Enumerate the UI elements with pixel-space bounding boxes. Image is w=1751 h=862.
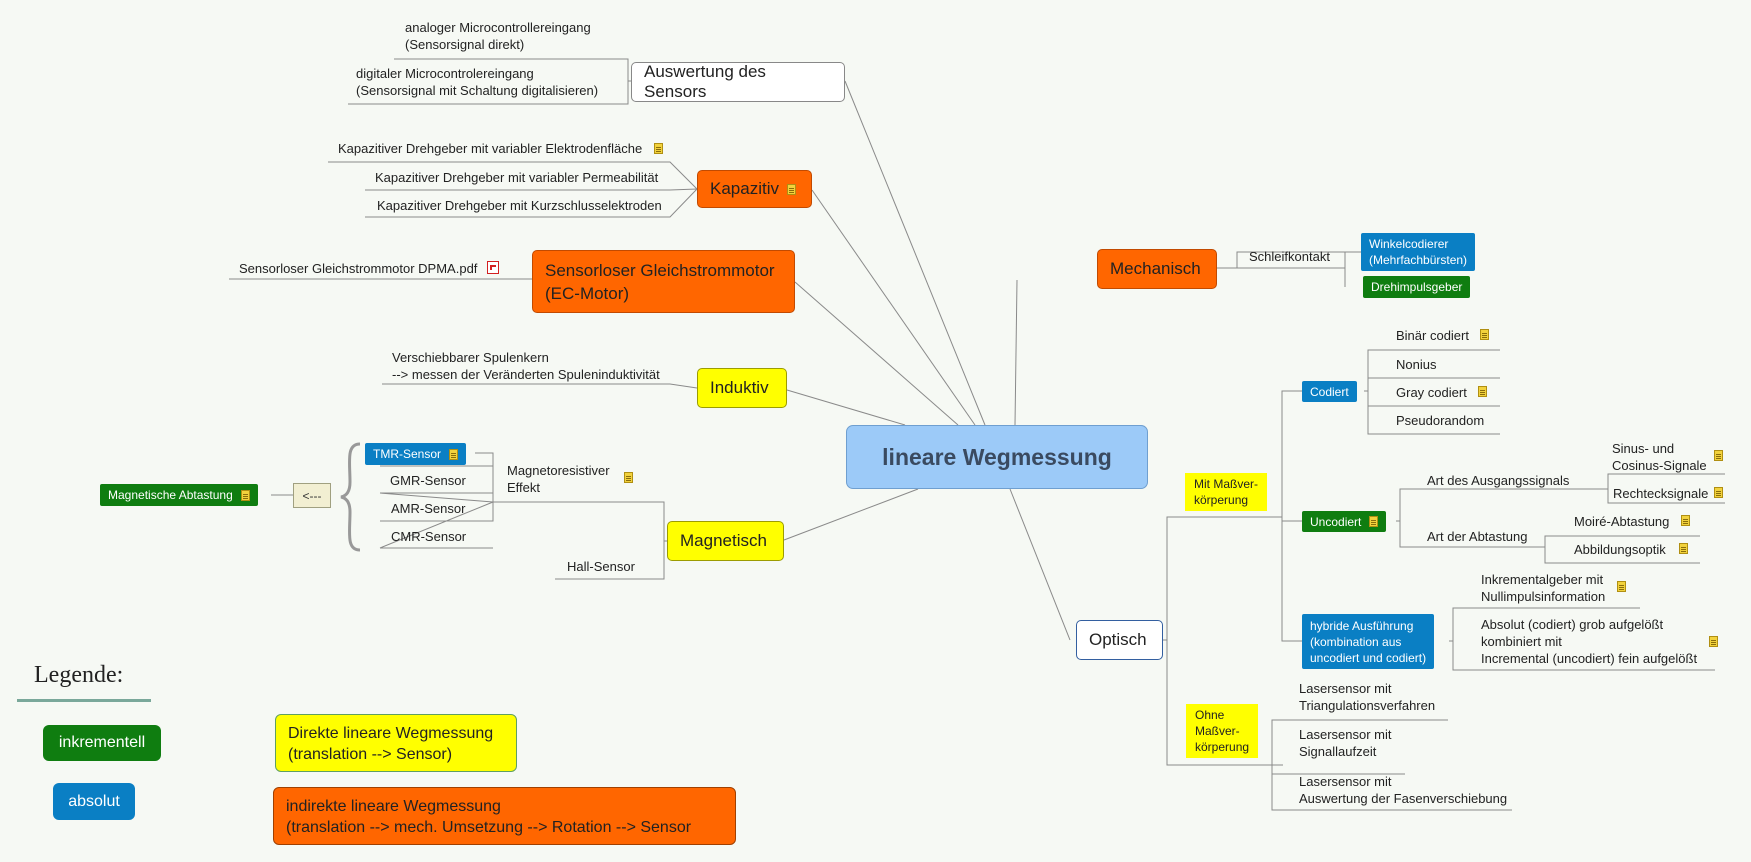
legend-indirekt: indirekte lineare Wegmessung(translation…	[273, 787, 736, 845]
kapazitiv-item-3: Kapazitiver Drehgeber mit Kurzschlussele…	[377, 198, 662, 213]
induktiv-item: Verschiebbarer Spulenkern--> messen der …	[392, 350, 660, 382]
pdf-icon[interactable]	[487, 261, 499, 274]
tmr-sensor-tag[interactable]: TMR-Sensor	[365, 443, 467, 465]
hall-sensor-item: Hall-Sensor	[567, 559, 635, 574]
uncodiert-tag[interactable]: Uncodiert	[1302, 511, 1387, 532]
induktiv-node[interactable]: Induktiv	[697, 368, 787, 408]
central-topic[interactable]: lineare Wegmessung	[846, 425, 1148, 489]
note-icon[interactable]	[1714, 487, 1723, 498]
legend-absolut: absolut	[53, 783, 135, 820]
ausgangssignal-item: Art des Ausgangssignals	[1427, 473, 1570, 488]
legend-direkt: Direkte lineare Wegmessung(translation -…	[275, 714, 517, 772]
gmr-sensor-item: GMR-Sensor	[390, 473, 466, 488]
amr-sensor-item: AMR-Sensor	[391, 501, 466, 516]
cmr-sensor-item: CMR-Sensor	[391, 529, 467, 544]
note-icon[interactable]	[1714, 450, 1723, 461]
legend-title: Legende:	[34, 662, 124, 688]
digital-item: digitaler Microcontrolereingang(Sensorsi…	[356, 66, 599, 98]
ec-motor-node[interactable]: Sensorloser Gleichstrommotor(EC-Motor)	[532, 250, 795, 313]
moire-item: Moiré-Abtastung	[1574, 514, 1670, 529]
kapazitiv-node[interactable]: Kapazitiv	[697, 170, 812, 208]
abtastung-item: Art der Abtastung	[1427, 529, 1528, 544]
analog-item: analoger Microcontrollereingang(Sensorsi…	[405, 20, 591, 52]
note-icon[interactable]	[1709, 636, 1718, 647]
gray-codiert-item: Gray codiert	[1396, 385, 1467, 400]
note-icon[interactable]	[624, 472, 633, 483]
abbildungsoptik-item: Abbildungsoptik	[1574, 542, 1666, 557]
note-icon[interactable]	[1369, 516, 1379, 527]
note-icon[interactable]	[1617, 581, 1626, 592]
rechtecksignale-item: Rechtecksignale	[1613, 486, 1709, 501]
legend-inkrementell: inkrementell	[43, 725, 161, 761]
pseudorandom-item: Pseudorandom	[1396, 413, 1485, 428]
note-icon[interactable]	[240, 489, 250, 501]
winkelcodierer-tag[interactable]: Winkelcodierer(Mehrfachbürsten)	[1361, 233, 1476, 271]
note-icon[interactable]	[786, 183, 796, 195]
note-icon[interactable]	[1681, 515, 1690, 526]
brace-icon	[340, 442, 361, 552]
note-icon[interactable]	[654, 143, 663, 154]
nonius-item: Nonius	[1396, 357, 1437, 372]
magnetische-abtastung-tag[interactable]: Magnetische Abtastung	[100, 484, 258, 506]
note-icon[interactable]	[1679, 543, 1688, 554]
kapazitiv-item-1: Kapazitiver Drehgeber mit variabler Elek…	[338, 141, 643, 156]
drehimpulsgeber-tag[interactable]: Drehimpulsgeber	[1363, 276, 1471, 298]
codiert-tag[interactable]: Codiert	[1302, 381, 1357, 402]
optisch-node[interactable]: Optisch	[1076, 620, 1163, 660]
note-icon[interactable]	[1478, 386, 1487, 397]
mechanisch-node[interactable]: Mechanisch	[1097, 249, 1217, 289]
note-icon[interactable]	[1480, 329, 1489, 340]
ec-motor-attachment[interactable]: Sensorloser Gleichstrommotor DPMA.pdf	[239, 261, 478, 276]
arrow-box: <---	[293, 483, 331, 508]
note-icon[interactable]	[449, 448, 459, 460]
legend-underline	[17, 699, 151, 702]
binaer-codiert-item: Binär codiert	[1396, 328, 1469, 343]
auswertung-node[interactable]: Auswertung des Sensors	[631, 62, 845, 102]
mit-masskoerperung-tag[interactable]: Mit Maßver-körperung	[1185, 473, 1267, 511]
kapazitiv-item-2: Kapazitiver Drehgeber mit variabler Perm…	[375, 170, 659, 185]
magnetisch-node[interactable]: Magnetisch	[667, 521, 784, 561]
schleifkontakt-item: Schleifkontakt	[1249, 249, 1330, 264]
